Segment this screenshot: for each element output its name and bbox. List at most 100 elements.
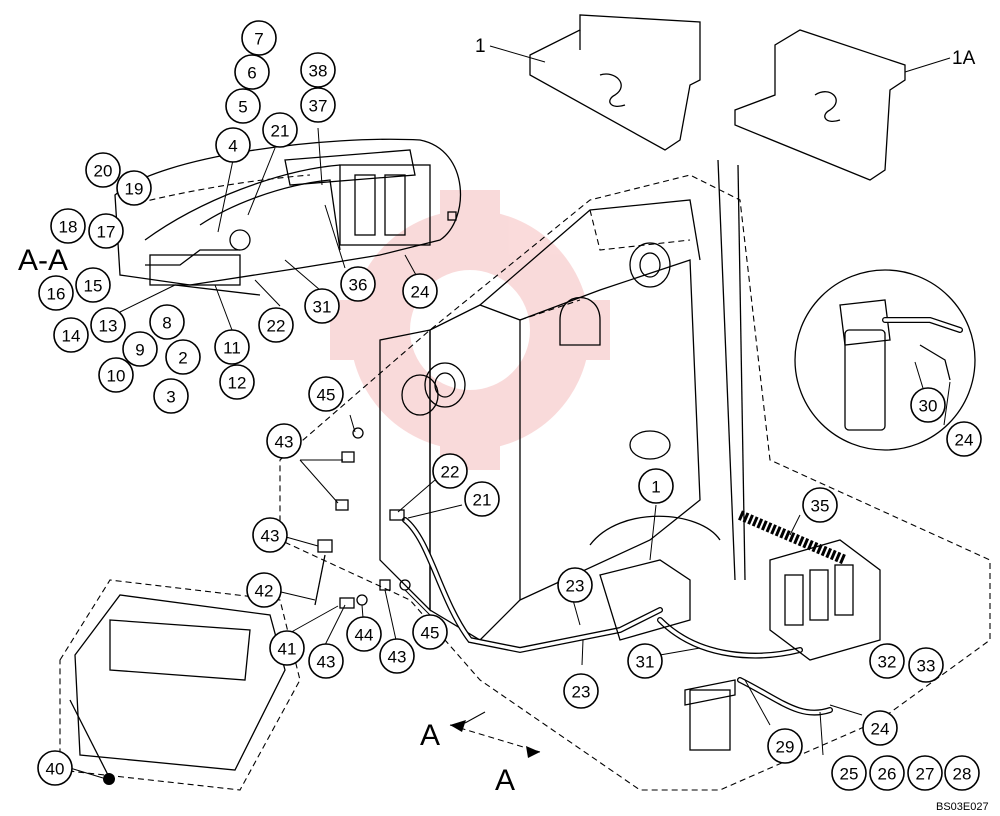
- callout-38: 38: [300, 52, 336, 88]
- callout-15: 15: [75, 267, 111, 303]
- callout-circle: [53, 317, 89, 353]
- callout-number: 23: [566, 577, 585, 596]
- drawing-code: BS03E027: [936, 801, 989, 813]
- callout-number: 22: [267, 317, 286, 336]
- callout-45: 45: [412, 614, 448, 650]
- callout-7: 7: [241, 20, 277, 56]
- callout-25: 25: [831, 755, 867, 791]
- callout-circle: [37, 750, 73, 786]
- callout-circle: [38, 275, 74, 311]
- callout-35: 35: [802, 487, 838, 523]
- callout-9: 9: [122, 331, 158, 367]
- callout-14: 14: [53, 317, 89, 353]
- callout-number: 3: [166, 388, 175, 407]
- callout-number: 40: [46, 760, 65, 779]
- callout-number: 10: [107, 367, 126, 386]
- callout-30: 30: [910, 387, 946, 423]
- callout-number: 24: [411, 283, 430, 302]
- callout-circle: [269, 630, 305, 666]
- callout-number: 26: [878, 765, 897, 784]
- callout-circle: [215, 127, 251, 163]
- callout-circle: [165, 339, 201, 375]
- callout-number: 24: [871, 720, 890, 739]
- callout-number: 15: [84, 277, 103, 296]
- callout-circle: [300, 52, 336, 88]
- callout-24: 24: [946, 421, 982, 457]
- callout-circle: [557, 567, 593, 603]
- callout-number: 43: [388, 648, 407, 667]
- callout-number: 43: [261, 527, 280, 546]
- callout-circle: [379, 638, 415, 674]
- callout-11: 11: [214, 329, 250, 365]
- callout-circle: [869, 755, 905, 791]
- callout-number: 43: [275, 433, 294, 452]
- callout-circle: [214, 329, 250, 365]
- callout-31: 31: [304, 288, 340, 324]
- callout-1: 1: [638, 468, 674, 504]
- callout-circle: [910, 387, 946, 423]
- callout-circle: [234, 54, 270, 90]
- callout-number: 31: [636, 653, 655, 672]
- bracket-1-label: 1: [475, 36, 486, 57]
- callout-number: 21: [271, 122, 290, 141]
- view-label-a-top: A: [420, 719, 440, 752]
- callout-number: 21: [473, 491, 492, 510]
- callout-number: 19: [125, 180, 144, 199]
- callout-2: 2: [165, 339, 201, 375]
- callout-6: 6: [234, 54, 270, 90]
- callout-number: 37: [309, 97, 328, 116]
- callout-number: 7: [254, 30, 263, 49]
- callout-circle: [300, 87, 336, 123]
- callout-circle: [767, 728, 803, 764]
- view-arrow-a: [449, 711, 541, 758]
- callout-43: 43: [266, 423, 302, 459]
- callout-44: 44: [346, 616, 382, 652]
- callout-number: 35: [811, 497, 830, 516]
- callout-31: 31: [627, 643, 663, 679]
- callout-41: 41: [269, 630, 305, 666]
- bracket-1a-label: 1A: [952, 48, 976, 69]
- callout-circle: [638, 468, 674, 504]
- callout-circle: [246, 572, 282, 608]
- callout-number: 32: [878, 653, 897, 672]
- callout-43: 43: [308, 643, 344, 679]
- callout-number: 1: [651, 478, 660, 497]
- callout-number: 38: [309, 62, 328, 81]
- callout-circle: [563, 673, 599, 709]
- callout-circle: [308, 376, 344, 412]
- callout-circle: [869, 643, 905, 679]
- callout-circle: [831, 755, 867, 791]
- callout-number: 14: [62, 327, 81, 346]
- callout-22: 22: [258, 307, 294, 343]
- callout-circle: [88, 213, 124, 249]
- callout-number: 41: [278, 640, 297, 659]
- callout-circle: [802, 487, 838, 523]
- callout-18: 18: [50, 208, 86, 244]
- callout-27: 27: [907, 755, 943, 791]
- callout-20: 20: [85, 152, 121, 188]
- callout-circle: [907, 755, 943, 791]
- callout-circle: [50, 208, 86, 244]
- callout-circle: [266, 423, 302, 459]
- callout-circle: [308, 643, 344, 679]
- callout-number: 12: [228, 374, 247, 393]
- callout-circle: [944, 755, 980, 791]
- callout-circle: [85, 152, 121, 188]
- callout-23: 23: [557, 567, 593, 603]
- callout-circle: [90, 307, 126, 343]
- callout-circle: [153, 378, 189, 414]
- view-label-a-bottom: A: [495, 764, 515, 797]
- callout-26: 26: [869, 755, 905, 791]
- callout-circle: [75, 267, 111, 303]
- callout-circle: [258, 307, 294, 343]
- callout-number: 5: [238, 98, 247, 117]
- callout-21: 21: [262, 112, 298, 148]
- callout-circle: [908, 647, 944, 683]
- callout-22: 22: [432, 453, 468, 489]
- callout-number: 29: [776, 738, 795, 757]
- callout-circle: [262, 112, 298, 148]
- callout-21: 21: [464, 481, 500, 517]
